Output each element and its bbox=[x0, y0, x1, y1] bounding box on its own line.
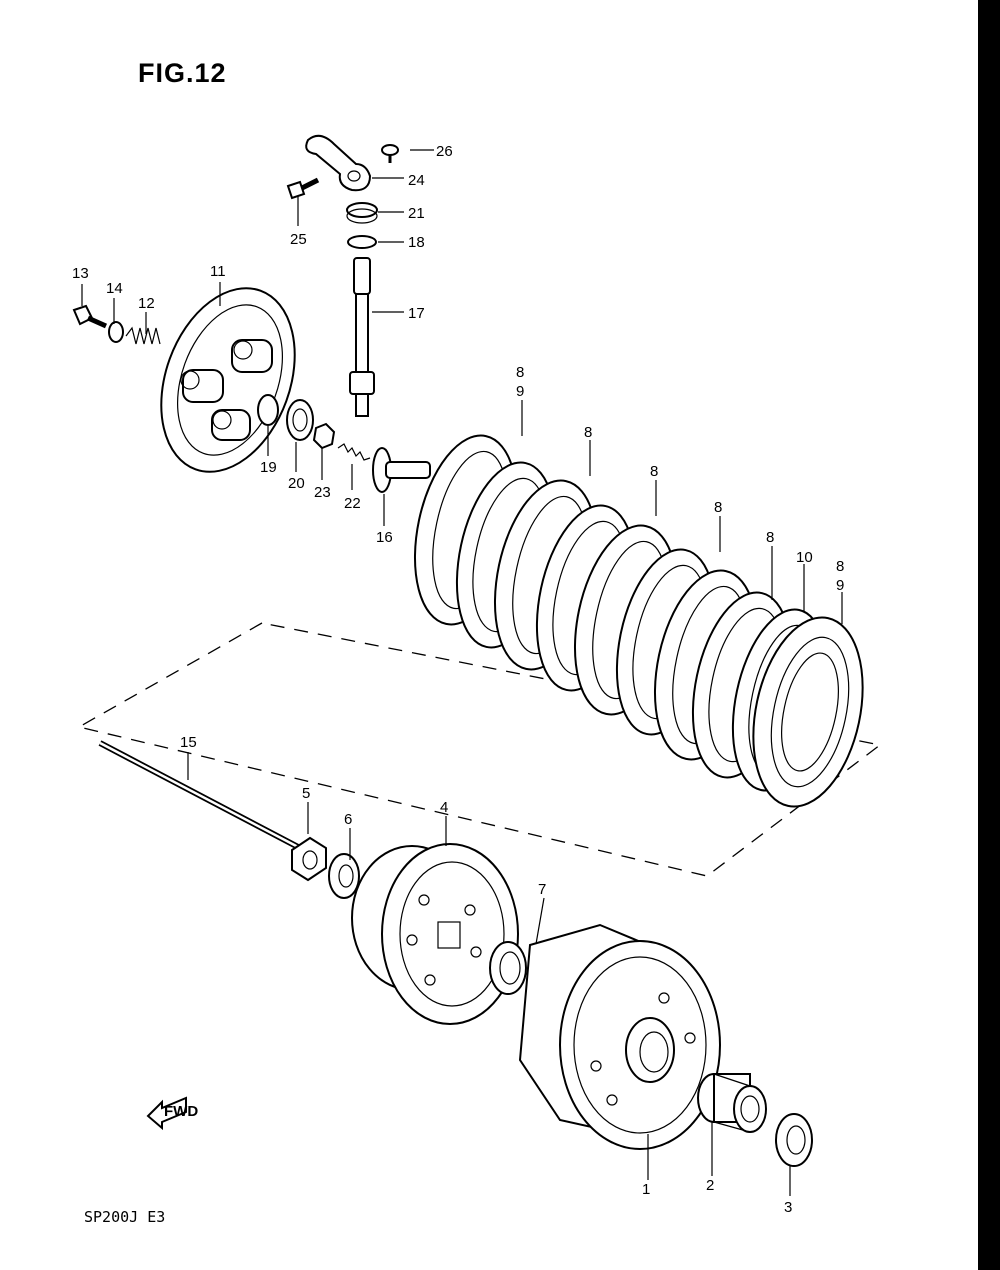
drive-plate-8f bbox=[752, 616, 864, 808]
figure-title: FIG.12 bbox=[138, 58, 227, 88]
callout-17: 17 bbox=[408, 305, 425, 322]
callout-9-last: 9 bbox=[836, 577, 844, 594]
spacer-2-part bbox=[697, 1073, 767, 1133]
screw-22-part bbox=[337, 443, 371, 461]
callout-26: 26 bbox=[436, 143, 453, 160]
callout-21: 21 bbox=[408, 205, 425, 222]
bearing-20-part bbox=[286, 399, 314, 441]
oil-seal-21-part bbox=[346, 202, 378, 224]
callout-15: 15 bbox=[180, 734, 197, 751]
callout-8-fourth: 8 bbox=[714, 499, 722, 516]
callout-16: 16 bbox=[376, 529, 393, 546]
sleeve-hub-4-part bbox=[351, 843, 519, 1025]
spring-12-part bbox=[125, 326, 161, 345]
callout-10: 10 bbox=[796, 549, 813, 566]
scan-edge-bar bbox=[978, 0, 1000, 1270]
callout-3: 3 bbox=[784, 1199, 792, 1216]
thrust-washer-7-part bbox=[489, 941, 527, 995]
lock-washer-6-part bbox=[328, 853, 360, 899]
leader-lines bbox=[81, 149, 843, 1196]
callout-25: 25 bbox=[290, 231, 307, 248]
callout-5: 5 bbox=[302, 785, 310, 802]
fwd-label: FWD bbox=[164, 1103, 198, 1120]
callout-19: 19 bbox=[260, 459, 277, 476]
callout-8-first: 8 bbox=[516, 364, 524, 381]
model-code: SP200J E3 bbox=[84, 1208, 166, 1226]
release-shaft-17-part bbox=[349, 257, 375, 417]
bolt-25-part bbox=[286, 177, 320, 200]
pressure-plate-part bbox=[160, 287, 296, 473]
thrust-washer-3-part bbox=[775, 1113, 813, 1167]
callout-20: 20 bbox=[288, 475, 305, 492]
callout-11: 11 bbox=[210, 263, 226, 280]
bolt-13-part bbox=[72, 304, 108, 329]
callout-12: 12 bbox=[138, 295, 155, 312]
callout-22: 22 bbox=[344, 495, 361, 512]
clutch-plates-stack bbox=[413, 434, 864, 808]
callout-7: 7 bbox=[538, 881, 546, 898]
clutch-housing-1-part bbox=[518, 923, 721, 1150]
callout-2: 2 bbox=[706, 1177, 714, 1194]
screw-26-part bbox=[381, 144, 399, 163]
callout-1: 1 bbox=[642, 1181, 650, 1198]
callout-8-last: 8 bbox=[836, 558, 844, 575]
callout-4: 4 bbox=[440, 799, 448, 816]
washer-14-part bbox=[108, 321, 124, 343]
callout-8-second: 8 bbox=[584, 424, 592, 441]
callout-labels: 26 24 25 21 18 17 13 14 12 11 19 20 23 2… bbox=[72, 143, 844, 1216]
nut-23-part bbox=[312, 422, 336, 450]
callout-24: 24 bbox=[408, 172, 425, 189]
callout-8-third: 8 bbox=[650, 463, 658, 480]
callout-9-first: 9 bbox=[516, 383, 524, 400]
callout-8-fifth: 8 bbox=[766, 529, 774, 546]
nut-5-part bbox=[291, 836, 327, 882]
push-rod-15-part bbox=[98, 740, 302, 851]
washer-18-part bbox=[347, 235, 377, 249]
callout-6: 6 bbox=[344, 811, 352, 828]
lever-24-part bbox=[305, 134, 372, 192]
push-piece-16-part bbox=[372, 447, 431, 493]
callout-13: 13 bbox=[72, 265, 89, 282]
fwd-arrow-icon: FWD bbox=[146, 1096, 198, 1131]
callout-23: 23 bbox=[314, 484, 331, 501]
callout-14: 14 bbox=[106, 280, 123, 297]
washer-19-part bbox=[257, 394, 279, 426]
callout-18: 18 bbox=[408, 234, 425, 251]
